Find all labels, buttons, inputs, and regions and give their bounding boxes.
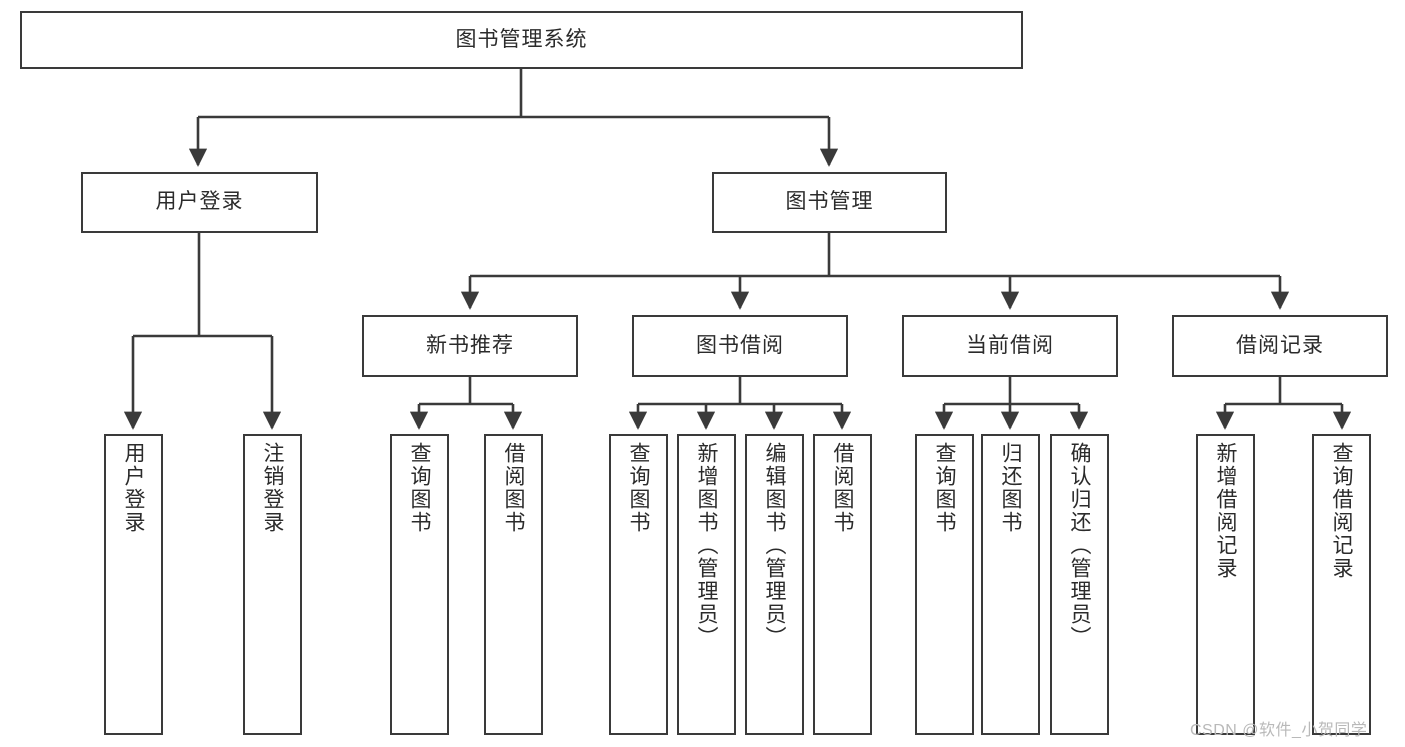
node-leaf-borrow-book-2[interactable]: 借阅图书 (813, 434, 872, 735)
node-leaf-user-logout-label: 注销登录 (261, 442, 284, 534)
node-leaf-edit-book[interactable]: 编辑图书（管理员） (745, 434, 804, 735)
node-leaf-add-book-label: 新增图书（管理员） (695, 442, 718, 649)
node-new-book-rec-label: 新书推荐 (426, 333, 514, 357)
node-leaf-confirm-return-label: 确认归还（管理员） (1068, 442, 1091, 649)
node-leaf-query-book-2[interactable]: 查询图书 (609, 434, 668, 735)
node-leaf-confirm-return[interactable]: 确认归还（管理员） (1050, 434, 1109, 735)
node-leaf-query-book-3[interactable]: 查询图书 (915, 434, 974, 735)
node-leaf-user-login[interactable]: 用户登录 (104, 434, 163, 735)
node-current-borrow-label: 当前借阅 (966, 333, 1054, 357)
node-leaf-add-record[interactable]: 新增借阅记录 (1196, 434, 1255, 735)
node-leaf-return-book-label: 归还图书 (999, 442, 1022, 534)
node-root[interactable]: 图书管理系统 (20, 11, 1023, 69)
node-book-borrow[interactable]: 图书借阅 (632, 315, 848, 377)
node-current-borrow[interactable]: 当前借阅 (902, 315, 1118, 377)
node-leaf-add-record-label: 新增借阅记录 (1214, 442, 1237, 580)
node-leaf-query-book-1[interactable]: 查询图书 (390, 434, 449, 735)
node-book-manage-label: 图书管理 (785, 190, 874, 214)
node-leaf-user-logout[interactable]: 注销登录 (243, 434, 302, 735)
node-leaf-edit-book-label: 编辑图书（管理员） (763, 442, 786, 649)
node-leaf-query-book-2-label: 查询图书 (627, 442, 650, 534)
csdn-watermark: CSDN @软件_小贺同学 (1190, 722, 1368, 739)
node-user-login[interactable]: 用户登录 (81, 172, 318, 233)
node-root-label: 图书管理系统 (455, 27, 588, 51)
node-leaf-query-book-3-label: 查询图书 (933, 442, 956, 534)
node-leaf-query-record[interactable]: 查询借阅记录 (1312, 434, 1371, 735)
node-borrow-record[interactable]: 借阅记录 (1172, 315, 1388, 377)
node-leaf-return-book[interactable]: 归还图书 (981, 434, 1040, 735)
node-leaf-add-book[interactable]: 新增图书（管理员） (677, 434, 736, 735)
node-user-login-label: 用户登录 (155, 190, 244, 214)
node-borrow-record-label: 借阅记录 (1236, 333, 1324, 357)
node-leaf-query-record-label: 查询借阅记录 (1330, 442, 1353, 580)
node-leaf-borrow-book-1-label: 借阅图书 (502, 442, 525, 534)
node-book-borrow-label: 图书借阅 (696, 333, 784, 357)
node-new-book-rec[interactable]: 新书推荐 (362, 315, 578, 377)
node-leaf-borrow-book-2-label: 借阅图书 (831, 442, 854, 534)
node-leaf-query-book-1-label: 查询图书 (408, 442, 431, 534)
node-leaf-user-login-label: 用户登录 (122, 442, 145, 534)
node-leaf-borrow-book-1[interactable]: 借阅图书 (484, 434, 543, 735)
node-book-manage[interactable]: 图书管理 (712, 172, 947, 233)
